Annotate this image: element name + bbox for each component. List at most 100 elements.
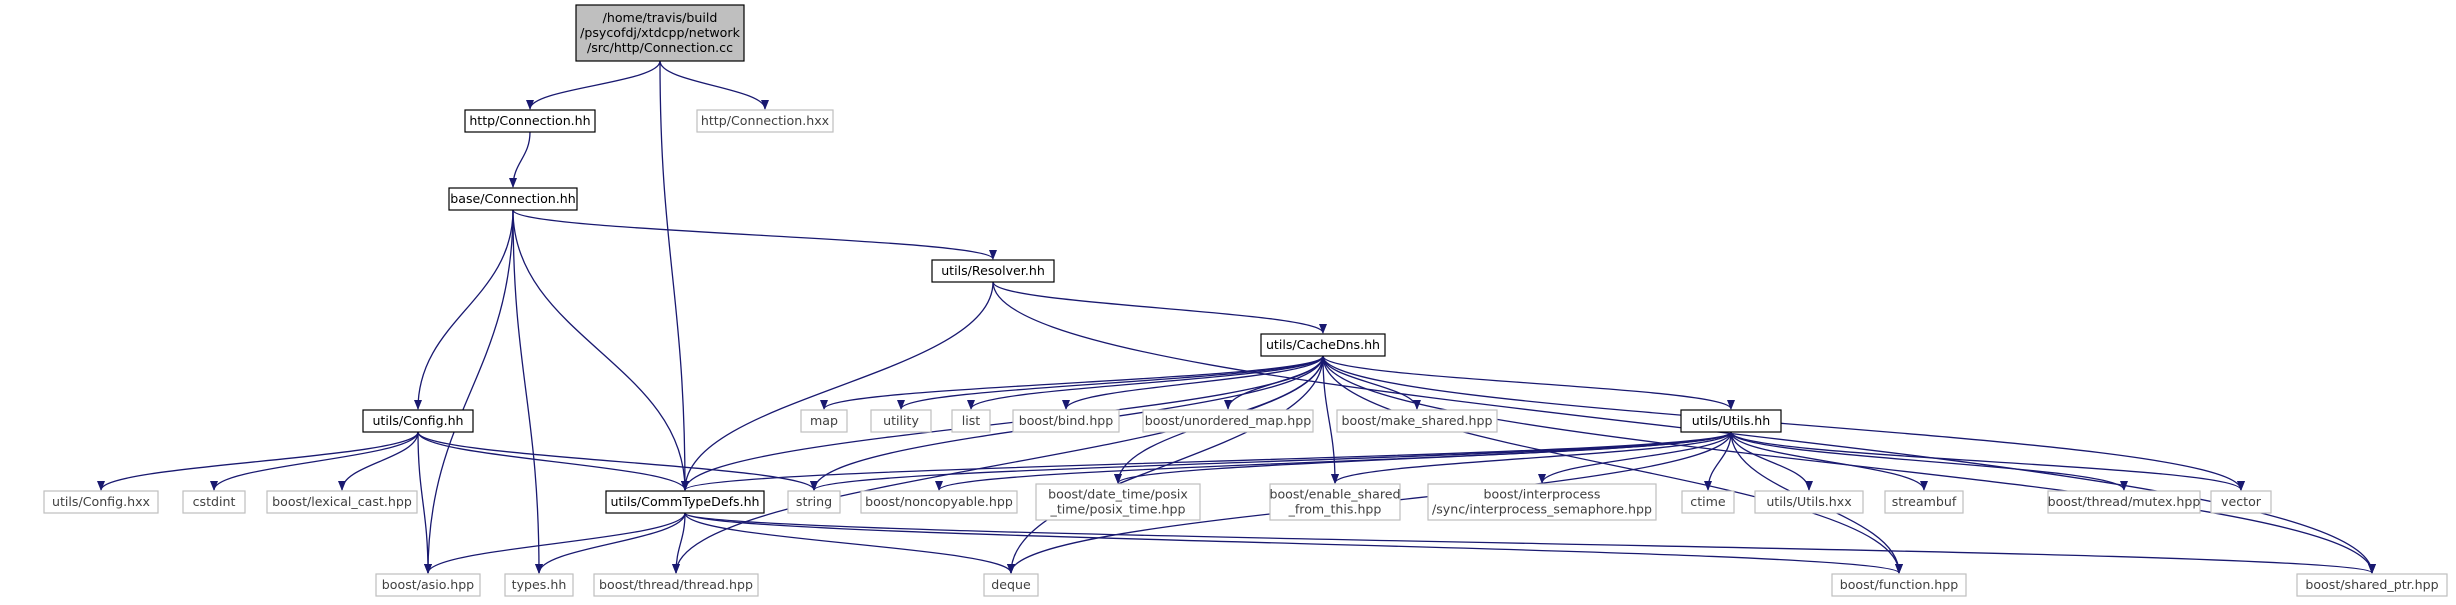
node-box-utils_cachedns_hh	[1260, 333, 1386, 357]
node-http_connection_hh[interactable]: http/Connection.hh	[464, 109, 596, 133]
node-utils_commtypedefs_hh[interactable]: utils/CommTypeDefs.hh	[605, 490, 765, 514]
node-boost_thread_mutex: boost/thread/mutex.hpp	[2047, 490, 2201, 514]
node-label-utility-0: utility	[883, 413, 919, 428]
edge-root-to-http_connection_hh	[526, 60, 661, 110]
node-label-utils_utils_hh-0: utils/Utils.hh	[1692, 413, 1770, 428]
edge-utils_config_hh-to-utils_commtypedefs_hh	[417, 431, 689, 491]
edge-base_connection_hh-to-utils_commtypedefs_hh	[512, 209, 689, 491]
node-box-boost_function	[1831, 573, 1967, 597]
node-label-boost_function-0: boost/function.hpp	[1840, 577, 1959, 592]
node-boost_unordered_map: boost/unordered_map.hpp	[1142, 409, 1314, 433]
edge-utils_cachedns_hh-to-utility	[897, 355, 1324, 410]
node-types_hh: types.hh	[504, 573, 574, 597]
node-label-boost_interprocess-1: /sync/interprocess_semaphore.hpp	[1432, 502, 1652, 517]
node-streambuf: streambuf	[1884, 490, 1964, 514]
node-label-boost_posix_time-1: _time/posix_time.hpp	[1050, 502, 1186, 517]
node-string: string	[787, 490, 841, 514]
node-label-boost_bind-0: boost/bind.hpp	[1019, 413, 1114, 428]
edge-utils_commtypedefs_hh-to-boost_thread_thread	[672, 512, 686, 574]
edge-utils_cachedns_hh-to-utils_commtypedefs_hh	[681, 355, 1324, 491]
node-label-utils_resolver_hh-0: utils/Resolver.hh	[941, 263, 1045, 278]
node-utils_config_hh[interactable]: utils/Config.hh	[362, 409, 474, 433]
node-box-boost_enable_shared	[1269, 483, 1401, 521]
node-boost_thread_thread: boost/thread/thread.hpp	[593, 573, 759, 597]
nodes-layer: /home/travis/build/psycofdj/xtdcpp/netwo…	[43, 4, 2448, 597]
node-box-utils_config_hxx	[43, 490, 159, 514]
node-box-boost_interprocess	[1427, 483, 1657, 521]
node-label-utils_cachedns_hh-0: utils/CacheDns.hh	[1266, 337, 1380, 352]
edge-utils_commtypedefs_hh-to-boost_function	[684, 512, 1903, 574]
node-utility: utility	[870, 409, 932, 433]
node-boost_asio: boost/asio.hpp	[375, 573, 481, 597]
edge-utils_resolver_hh-to-utils_cachedns_hh	[992, 281, 1327, 334]
node-utils_resolver_hh[interactable]: utils/Resolver.hh	[931, 259, 1055, 283]
node-label-boost_asio-0: boost/asio.hpp	[382, 577, 474, 592]
node-boost_interprocess: boost/interprocess/sync/interprocess_sem…	[1427, 483, 1657, 521]
node-label-boost_thread_mutex-0: boost/thread/mutex.hpp	[2048, 494, 2201, 509]
edge-utils_utils_hh-to-ctime	[1704, 431, 1732, 491]
edge-utils_cachedns_hh-to-utils_utils_hh	[1322, 355, 1735, 410]
node-label-root-0: /home/travis/build	[603, 10, 718, 25]
edge-utils_cachedns_hh-to-list	[967, 355, 1324, 410]
node-boost_function: boost/function.hpp	[1831, 573, 1967, 597]
node-label-root-2: /src/http/Connection.cc	[587, 40, 733, 55]
node-label-cstdint-0: cstdint	[193, 494, 236, 509]
edge-utils_config_hh-to-string	[417, 431, 818, 491]
edge-utils_config_hh-to-boost_asio	[417, 431, 432, 574]
node-label-boost_thread_thread-0: boost/thread/thread.hpp	[599, 577, 753, 592]
edge-utils_config_hh-to-utils_config_hxx	[97, 431, 419, 491]
node-deque: deque	[983, 573, 1039, 597]
node-label-map-0: map	[810, 413, 838, 428]
node-box-boost_thread_thread	[593, 573, 759, 597]
edge-root-to-utils_commtypedefs_hh	[659, 60, 689, 491]
node-utils_cachedns_hh[interactable]: utils/CacheDns.hh	[1260, 333, 1386, 357]
node-box-types_hh	[504, 573, 574, 597]
node-label-boost_noncopyable-0: boost/noncopyable.hpp	[865, 494, 1013, 509]
node-box-streambuf	[1884, 490, 1964, 514]
node-label-utils_config_hh-0: utils/Config.hh	[372, 413, 463, 428]
node-box-vector	[2210, 490, 2272, 514]
node-label-http_connection_hh-0: http/Connection.hh	[469, 113, 590, 128]
node-label-boost_interprocess-0: boost/interprocess	[1484, 487, 1601, 502]
edge-utils_cachedns_hh-to-map	[820, 355, 1324, 410]
edge-utils_commtypedefs_hh-to-boost_shared_ptr	[684, 512, 2376, 574]
node-box-boost_lexical_cast	[266, 490, 418, 514]
edge-root-to-http_connection_hxx	[659, 60, 769, 110]
node-box-utils_resolver_hh	[931, 259, 1055, 283]
node-label-utils_utils_hxx-0: utils/Utils.hxx	[1766, 494, 1852, 509]
node-box-utils_commtypedefs_hh	[605, 490, 765, 514]
node-box-boost_make_shared	[1336, 409, 1498, 433]
node-boost_shared_ptr: boost/shared_ptr.hpp	[2296, 573, 2448, 597]
node-boost_noncopyable: boost/noncopyable.hpp	[860, 490, 1018, 514]
node-root[interactable]: /home/travis/build/psycofdj/xtdcpp/netwo…	[575, 4, 745, 62]
node-box-boost_unordered_map	[1142, 409, 1314, 433]
node-label-base_connection_hh-0: base/Connection.hh	[450, 191, 576, 206]
node-label-boost_make_shared-0: boost/make_shared.hpp	[1342, 413, 1493, 428]
edge-base_connection_hh-to-boost_asio	[424, 209, 514, 574]
node-box-ctime	[1681, 490, 1735, 514]
node-box-utils_utils_hh	[1680, 409, 1782, 433]
node-base_connection_hh[interactable]: base/Connection.hh	[448, 187, 578, 211]
node-boost_posix_time: boost/date_time/posix_time/posix_time.hp…	[1035, 483, 1201, 521]
node-label-boost_shared_ptr-0: boost/shared_ptr.hpp	[2305, 577, 2438, 592]
node-box-boost_posix_time	[1035, 483, 1201, 521]
node-label-vector-0: vector	[2221, 494, 2262, 509]
node-ctime: ctime	[1681, 490, 1735, 514]
node-label-boost_unordered_map-0: boost/unordered_map.hpp	[1145, 413, 1311, 428]
edge-utils_cachedns_hh-to-boost_thread_thread	[672, 355, 1324, 574]
node-label-utils_commtypedefs_hh-0: utils/CommTypeDefs.hh	[610, 494, 759, 509]
node-box-http_connection_hh	[464, 109, 596, 133]
edge-utils_config_hh-to-cstdint	[210, 431, 419, 491]
node-box-boost_noncopyable	[860, 490, 1018, 514]
edge-base_connection_hh-to-utils_resolver_hh	[512, 209, 997, 260]
node-utils_utils_hh[interactable]: utils/Utils.hh	[1680, 409, 1782, 433]
node-box-http_connection_hxx	[696, 109, 834, 133]
node-label-utils_config_hxx-0: utils/Config.hxx	[52, 494, 151, 509]
node-label-boost_enable_shared-0: boost/enable_shared	[1269, 487, 1400, 502]
edge-utils_utils_hh-to-utils_commtypedefs_hh	[681, 431, 1732, 491]
node-label-list-0: list	[962, 413, 981, 428]
edge-utils_config_hh-to-boost_lexical_cast	[338, 431, 419, 491]
edge-base_connection_hh-to-types_hh	[512, 209, 543, 574]
edge-utils_utils_hh-to-string	[810, 431, 1732, 491]
node-utils_config_hxx: utils/Config.hxx	[43, 490, 159, 514]
